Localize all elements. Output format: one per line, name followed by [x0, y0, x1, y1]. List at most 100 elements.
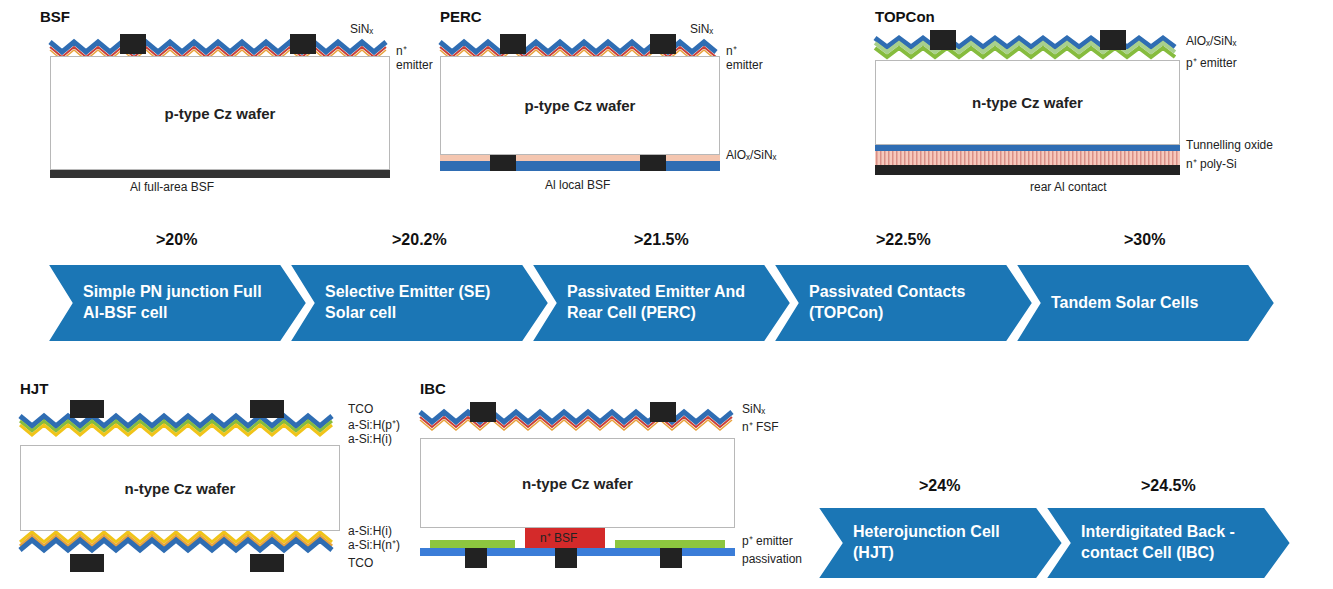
contact	[490, 155, 516, 171]
layer-label: SiNₓ	[742, 402, 765, 416]
chevron-shape	[771, 262, 1035, 344]
chevron-step: Interdigitated Back - contact Cell (IBC)	[1043, 505, 1293, 581]
layer-label: SiNₓ	[350, 22, 373, 36]
chevron-fill	[1015, 264, 1276, 343]
layer-label: TCO	[348, 402, 373, 416]
efficiency-value: >24%	[919, 476, 960, 495]
efficiency-value: >22.5%	[876, 230, 931, 249]
chevron-step: Selective Emitter (SE) Solar cell	[287, 262, 551, 344]
contact	[290, 34, 316, 54]
contact	[250, 554, 284, 572]
layer-label: a-Si:H(i)	[348, 524, 392, 538]
chevron-shape	[1043, 505, 1293, 581]
chevron-step: Passivated Contacts (TOPCon)	[771, 262, 1035, 344]
step-label: Simple PN junction Full Al-BSF cell	[83, 282, 269, 324]
wafer-label: n-type Cz wafer	[125, 480, 236, 497]
contact	[660, 548, 682, 568]
wafer-label: p-type Cz wafer	[165, 105, 276, 122]
textured-layer	[420, 417, 732, 427]
layer-label: rear Al contact	[1030, 180, 1107, 194]
cell-title: IBC	[420, 380, 446, 398]
chevron-shape	[287, 262, 551, 344]
step-label: Interdigitated Back - contact Cell (IBC)	[1081, 522, 1253, 564]
layer-label: p⁺ emitter	[1186, 56, 1237, 70]
wafer-box: p-type Cz wafer	[440, 56, 720, 155]
layer-label: a-Si:H(n⁺)	[348, 538, 400, 552]
chevron-step: Heterojunction Cell (HJT)	[815, 505, 1065, 581]
contact	[650, 402, 676, 422]
layer-label: n⁺ BSF	[540, 531, 577, 545]
layer	[875, 145, 1180, 151]
efficiency-value: >20.2%	[392, 230, 447, 249]
layer-label: SiNₓ	[690, 22, 713, 36]
textured-layer	[20, 425, 332, 435]
chevron-shape	[45, 262, 309, 344]
layer-label: Al local BSF	[545, 178, 610, 192]
chevron-fill	[289, 264, 550, 343]
layer-label: n⁺ FSF	[742, 420, 779, 434]
cell-title: BSF	[40, 8, 70, 26]
layer-label: n⁺ poly-Si	[1186, 157, 1237, 171]
efficiency-value: >24.5%	[1141, 476, 1196, 495]
layer	[875, 151, 1180, 165]
wafer-box: n-type Cz wafer	[420, 438, 735, 528]
rear-contact	[875, 165, 1180, 175]
contact	[465, 548, 487, 568]
layer-label: TCO	[348, 556, 373, 570]
layer	[440, 161, 720, 171]
contact	[250, 400, 284, 418]
wafer-box: n-type Cz wafer	[875, 60, 1180, 145]
step-label: Tandem Solar Cells	[1051, 293, 1237, 314]
p-emitter	[430, 540, 515, 548]
efficiency-value: >20%	[156, 230, 197, 249]
chevron-step: Simple PN junction Full Al-BSF cell	[45, 262, 309, 344]
cell-title: PERC	[440, 8, 482, 26]
al-bsf	[50, 170, 390, 178]
wafer-box: p-type Cz wafer	[50, 56, 390, 170]
textured-layer	[20, 540, 332, 550]
efficiency-value: >21.5%	[634, 230, 689, 249]
wafer-label: n-type Cz wafer	[522, 475, 633, 492]
contact	[555, 548, 577, 568]
contact	[470, 402, 496, 422]
contact	[500, 34, 526, 54]
step-label: Passivated Contacts (TOPCon)	[809, 282, 995, 324]
step-label: Passivated Emitter And Rear Cell (PERC)	[567, 282, 753, 324]
contact	[640, 155, 666, 171]
layer-label: Tunnelling oxide	[1186, 138, 1273, 152]
layer-label: n⁺ emitter	[726, 44, 776, 73]
wafer-label: n-type Cz wafer	[972, 94, 1083, 111]
contact	[70, 554, 104, 572]
textured-layer	[420, 420, 732, 430]
efficiency-value: >30%	[1124, 230, 1165, 249]
layer-label: AlOₓ/SiNₓ	[726, 148, 777, 162]
chevron-shape	[529, 262, 793, 344]
wafer-box: n-type Cz wafer	[20, 445, 340, 531]
contact	[930, 30, 956, 50]
chevron-fill	[1045, 507, 1292, 580]
layer	[440, 155, 720, 161]
layer-label: Al full-area BSF	[130, 180, 214, 194]
layer-label: passivation	[742, 552, 802, 566]
chevron-fill	[531, 264, 792, 343]
chevron-fill	[773, 264, 1034, 343]
cell-title: HJT	[20, 380, 48, 398]
cell-title: TOPCon	[875, 8, 935, 26]
chevron-shape	[815, 505, 1065, 581]
contact	[650, 34, 676, 54]
contact	[120, 34, 146, 54]
contact	[70, 400, 104, 418]
chevron-fill	[47, 264, 308, 343]
layer-label: AlOₓ/SiNₓ	[1186, 34, 1237, 48]
p-emitter	[615, 540, 725, 548]
layer-label: a-Si:H(i)	[348, 432, 392, 446]
textured-layer	[875, 48, 1175, 57]
n-bsf	[525, 528, 605, 548]
wafer-label: p-type Cz wafer	[525, 97, 636, 114]
chevron-step: Passivated Emitter And Rear Cell (PERC)	[529, 262, 793, 344]
chevron-fill	[817, 507, 1064, 580]
step-label: Selective Emitter (SE) Solar cell	[325, 282, 511, 324]
chevron-step: Tandem Solar Cells	[1013, 262, 1277, 344]
contact	[1100, 30, 1126, 50]
step-label: Heterojunction Cell (HJT)	[853, 522, 1025, 564]
